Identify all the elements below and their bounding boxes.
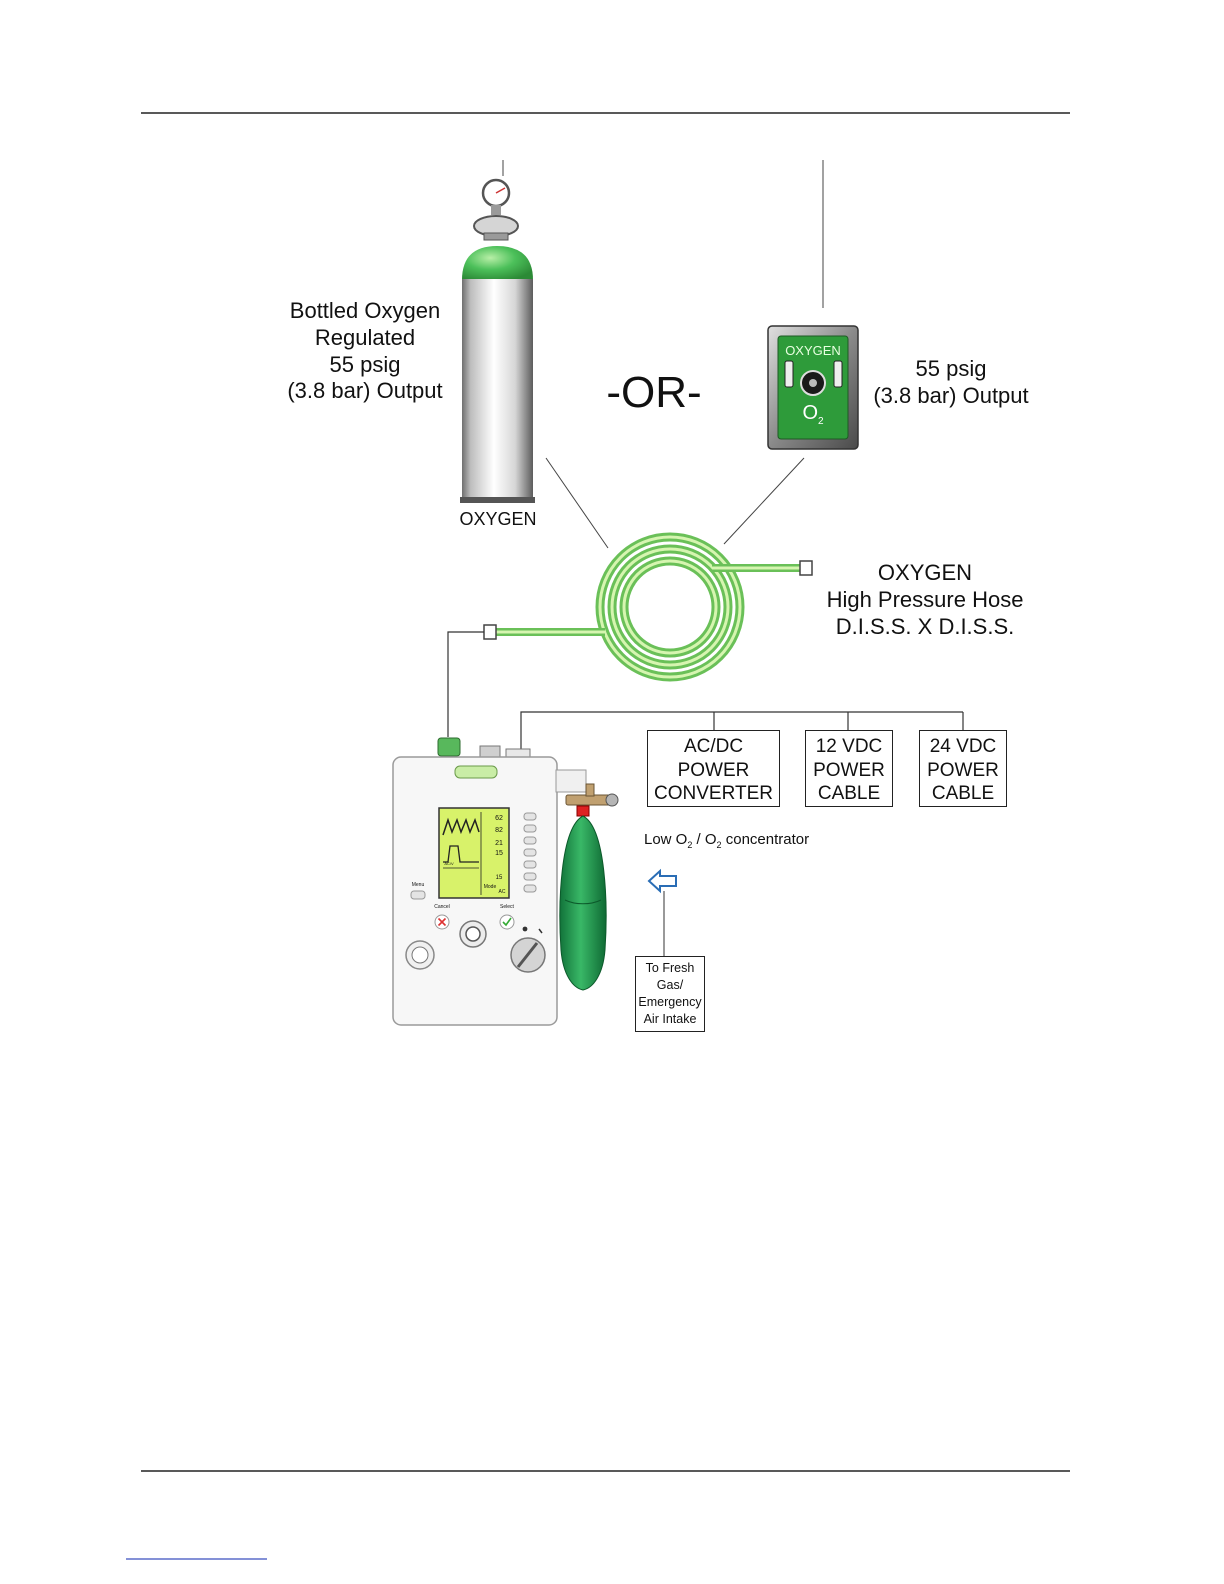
fresh-gas-line: Air Intake (643, 1012, 697, 1026)
bottled-oxygen-label-line: Regulated (314, 324, 416, 350)
fresh-gas-line: Emergency (638, 995, 702, 1009)
hose-label-line: OXYGEN (877, 560, 973, 585)
low-o2-suffix: concentrator (721, 831, 810, 848)
wall-outlet-label-line: 55 psig (915, 356, 987, 381)
bottled-oxygen-label: Bottled Oxygen Regulated 55 psig (3.8 ba… (268, 298, 462, 405)
low-o2-concentrator-label: Low O2 / O2 concentrator (644, 831, 809, 851)
screen-bpm-value: 15 (495, 875, 503, 881)
bottled-oxygen-label-line: Bottled Oxygen (289, 298, 441, 323)
fresh-gas-intake-box: To Fresh Gas/ Emergency Air Intake (635, 956, 705, 1032)
fresh-gas-line: To Fresh (645, 961, 695, 975)
wall-outlet-label-line: (3.8 bar) Output (873, 382, 1029, 408)
arrow-left-icon (647, 868, 677, 956)
screen-hr-value: 62 (495, 815, 503, 822)
or-separator: -OR- (606, 368, 702, 417)
12-vdc-power-cable-box: 12 VDC POWER CABLE (805, 730, 893, 807)
power-option-line: CABLE (817, 783, 881, 805)
power-option-line: CONVERTER (654, 783, 773, 805)
hose-label-line: High Pressure Hose (826, 586, 1024, 612)
menu-label: Menu (411, 882, 425, 888)
select-label: Select (500, 904, 514, 910)
power-option-line: POWER (927, 759, 999, 781)
screen-vt-value: 21 (495, 840, 503, 847)
low-o2-mid: / O (692, 831, 717, 848)
screen-pip-value: 15 (495, 850, 503, 857)
bottled-oxygen-label-line: 55 psig (329, 351, 401, 377)
wall-outlet-o2-symbol: O2 (778, 401, 848, 428)
wall-outlet-panel-text: OXYGEN (785, 343, 841, 358)
power-option-line: AC/DC (683, 736, 744, 757)
hose-label: OXYGEN High Pressure Hose D.I.S.S. X D.I… (805, 560, 1045, 640)
power-option-line: POWER (677, 759, 750, 781)
oxygen-inlet-connector (437, 737, 461, 757)
o2-symbol-subscript: 2 (818, 416, 824, 427)
connector-line-cylinder-to-hose (545, 457, 609, 549)
screen-mode-value: AC (498, 889, 506, 895)
hose-label-line: D.I.S.S. X D.I.S.S. (835, 613, 1015, 639)
cancel-label: Cancel (434, 904, 450, 910)
cylinder-body (462, 279, 533, 502)
resuscitator-bag (559, 783, 619, 991)
power-option-line: 12 VDC (815, 736, 883, 757)
wall-outlet-label: 55 psig (3.8 bar) Output (860, 356, 1042, 410)
select-button-icon (499, 914, 515, 930)
power-option-line: 24 VDC (929, 736, 997, 757)
bottled-oxygen-label-line: (3.8 bar) Output (287, 378, 443, 404)
low-o2-subscript: 2 (716, 840, 722, 850)
power-cable-connections (520, 711, 964, 751)
o2-symbol-text: O (802, 402, 818, 424)
24-vdc-power-cable-box: 24 VDC POWER CABLE (919, 730, 1007, 807)
screen-mode-label: Mode (483, 884, 497, 890)
connector-line-outlet-to-hose (723, 457, 805, 545)
oxygen-high-pressure-hose (447, 532, 813, 737)
cylinder-oxygen-text: OXYGEN (459, 509, 537, 529)
menu-button (410, 890, 426, 900)
power-option-line: POWER (813, 759, 885, 781)
fresh-gas-line: Gas/ (656, 978, 684, 992)
screen-spo2-value: 82 (495, 827, 503, 834)
low-o2-subscript: 2 (687, 840, 693, 850)
hose-fitting-icon (799, 560, 813, 576)
power-option-line: CABLE (931, 783, 995, 805)
low-o2-prefix: Low O (644, 831, 688, 848)
wall-oxygen-outlet (767, 325, 859, 450)
screen-mode-short: AC/V (444, 861, 454, 866)
oxygen-cylinder (460, 178, 535, 503)
hose-fitting-icon (483, 624, 497, 640)
ac-dc-power-converter-box: AC/DC POWER CONVERTER (647, 730, 780, 807)
ventilator-unit (392, 737, 587, 1026)
